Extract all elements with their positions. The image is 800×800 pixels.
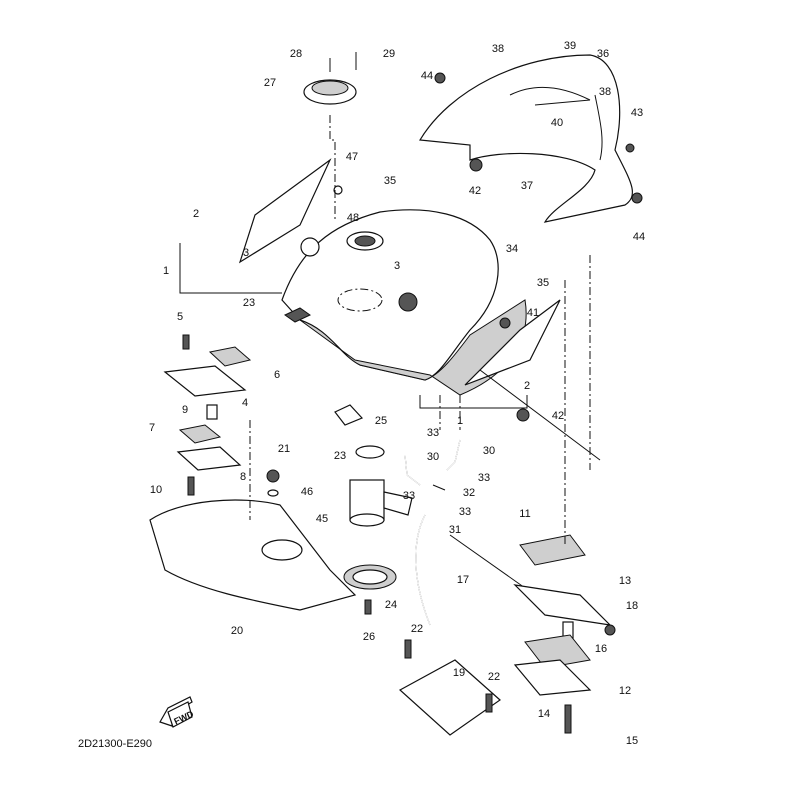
callout-32: 32: [463, 487, 475, 499]
side-cover-left: [238, 158, 332, 264]
mounting-parts-left: [163, 334, 252, 496]
fuel-pump: [266, 445, 413, 615]
callout-1: 1: [457, 415, 463, 427]
callout-12: 12: [619, 685, 631, 697]
callout-47: 47: [346, 151, 358, 163]
callout-23: 23: [243, 297, 255, 309]
callout-8: 8: [240, 471, 246, 483]
callout-5: 5: [177, 311, 183, 323]
lower-cover: [149, 499, 357, 611]
grommet: [469, 158, 483, 172]
callout-7: 7: [149, 422, 155, 434]
callout-37: 37: [521, 180, 533, 192]
callout-40: 40: [551, 117, 563, 129]
callout-45: 45: [316, 513, 328, 525]
mounting-parts-right: [398, 534, 616, 736]
callout-2: 2: [193, 208, 199, 220]
grommet: [516, 408, 530, 422]
callout-43: 43: [631, 107, 643, 119]
callout-16: 16: [595, 643, 607, 655]
callout-27: 27: [264, 77, 276, 89]
callout-26: 26: [363, 631, 375, 643]
callout-6: 6: [274, 369, 280, 381]
callout-39: 39: [564, 40, 576, 52]
damper: [334, 404, 364, 426]
callout-25: 25: [375, 415, 387, 427]
callout-17: 17: [457, 574, 469, 586]
callout-19: 19: [453, 667, 465, 679]
rivet: [625, 143, 635, 153]
callout-36: 36: [597, 48, 609, 60]
grommet: [434, 72, 446, 84]
callout-22: 22: [488, 671, 500, 683]
callout-28: 28: [290, 48, 302, 60]
callout-15: 15: [626, 735, 638, 747]
bracket-line: [419, 395, 528, 409]
rear-cowl: [418, 54, 634, 223]
callout-14: 14: [538, 708, 550, 720]
callout-35: 35: [384, 175, 396, 187]
fuel-tank: [281, 209, 527, 396]
washer: [333, 185, 343, 195]
callout-11: 11: [519, 508, 530, 520]
callout-33: 33: [403, 490, 415, 502]
callout-29: 29: [383, 48, 395, 60]
seal-ring: [300, 237, 320, 257]
callout-33: 33: [427, 427, 439, 439]
callout-30: 30: [427, 451, 439, 463]
callout-20: 20: [231, 625, 243, 637]
callout-44: 44: [421, 70, 433, 82]
callout-33: 33: [478, 472, 490, 484]
callout-30: 30: [483, 445, 495, 457]
callout-48: 48: [347, 212, 359, 224]
callout-46: 46: [301, 486, 313, 498]
callout-13: 13: [619, 575, 631, 587]
callout-21: 21: [278, 443, 290, 455]
callout-44: 44: [633, 231, 645, 243]
callout-4: 4: [242, 397, 248, 409]
callout-9: 9: [182, 404, 188, 416]
leader-line: [479, 369, 601, 461]
forward-direction-arrow: FWD: [159, 696, 196, 728]
damper: [284, 307, 311, 323]
callout-41: 41: [527, 307, 539, 319]
callout-33: 33: [459, 506, 471, 518]
callout-2: 2: [524, 380, 530, 392]
callout-18: 18: [626, 600, 638, 612]
callout-24: 24: [385, 599, 397, 611]
callout-38: 38: [599, 86, 611, 98]
callout-10: 10: [150, 484, 162, 496]
tank-cap: [303, 52, 357, 105]
bracket-line: [179, 243, 282, 294]
damper: [499, 317, 511, 329]
drawing-code: 2D21300-E290: [78, 738, 152, 750]
callout-31: 31: [449, 524, 461, 536]
center-line: [329, 115, 336, 220]
callout-1: 1: [163, 265, 169, 277]
fuel-hoses: [404, 439, 461, 626]
side-cover-right: [464, 299, 561, 386]
callout-3: 3: [243, 247, 249, 259]
callout-34: 34: [506, 243, 518, 255]
callout-42: 42: [469, 185, 481, 197]
callout-22: 22: [411, 623, 423, 635]
callout-38: 38: [492, 43, 504, 55]
callout-35: 35: [537, 277, 549, 289]
callout-3: 3: [394, 260, 400, 272]
callout-23: 23: [334, 450, 346, 462]
callout-42: 42: [552, 410, 564, 422]
rivet: [631, 192, 643, 204]
